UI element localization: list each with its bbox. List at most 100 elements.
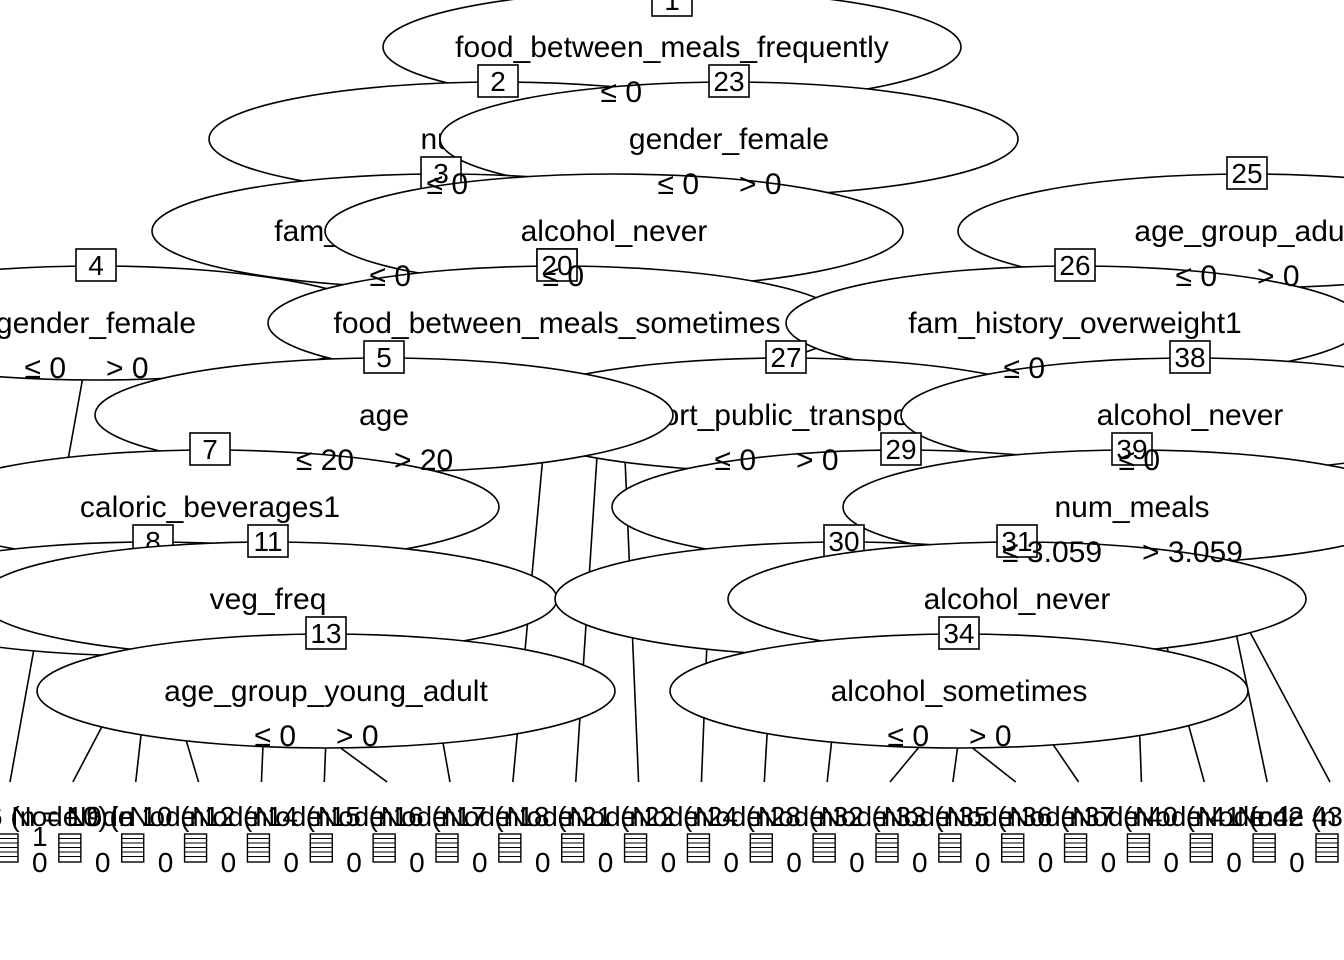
- leaf-bottom-value: 0: [1101, 847, 1117, 878]
- node-variable-label: food_between_meals_frequently: [455, 31, 889, 64]
- split-left-label: ≤ 0: [370, 260, 411, 293]
- node-id-label: 26: [1059, 250, 1090, 281]
- node-id-label: 3: [433, 158, 449, 189]
- split-left-label: ≤ 0: [715, 444, 756, 477]
- split-left-label: ≤ 0: [543, 260, 584, 293]
- leaf-label: Node 10 (n: [66, 801, 205, 832]
- node-variable-label: veg_freq: [210, 583, 327, 616]
- node-id-box: [363, 340, 405, 374]
- node-id-label: 7: [202, 434, 218, 465]
- leaf-bottom-value: 0: [786, 847, 802, 878]
- node-id-label: 31: [1001, 526, 1032, 557]
- node-id-label: 23: [713, 66, 744, 97]
- leaf-node: Node 21 (n0: [506, 801, 645, 878]
- node-id-box: [938, 616, 980, 650]
- leaf-bottom-value: 0: [535, 847, 551, 878]
- node-id-label: 5: [376, 342, 392, 373]
- leaf-top-value: 1: [32, 821, 48, 852]
- inner-node: alcohol_never 31: [727, 524, 1307, 657]
- leaf-node: Node 41 (n 0: [1135, 801, 1274, 878]
- node-id-box: [1054, 248, 1096, 282]
- leaf-label: Node 17 (n: [381, 801, 520, 832]
- leaf-bottom-value: 0: [32, 847, 48, 878]
- leaf-label: Node 22 (n: [569, 801, 708, 832]
- node-variable-label: food_between_meals_sometimes: [334, 307, 781, 340]
- node-id-label: 29: [885, 434, 916, 465]
- node-id-box: [765, 340, 807, 374]
- node-id-box: [1226, 156, 1268, 190]
- leaf-label: Node 6 (n = 10): [0, 801, 108, 832]
- leaf-node: Node 37 (n 0: [1009, 801, 1148, 878]
- node-id-box: [1169, 340, 1211, 374]
- node-variable-label: gender_female: [0, 307, 196, 340]
- node-variable-label: age_group_young_adult: [164, 675, 488, 708]
- leaf-node: Node 15 (n 0: [255, 801, 394, 878]
- leaf-label: Node 12 (n: [129, 801, 268, 832]
- leaf-node: Node 28 (n0: [695, 801, 834, 878]
- node-id-label: 1: [664, 0, 680, 16]
- split-left-label: ≤ 0: [1004, 352, 1045, 385]
- leaf-bottom-value: 0: [661, 847, 677, 878]
- leaf-bottom-value: 0: [158, 847, 174, 878]
- tree-edge: [967, 743, 1017, 783]
- inner-node: food_between_meals_sometimes 20: [267, 248, 847, 381]
- split-left-label: ≤ 0: [25, 352, 66, 385]
- split-left-label: ≤ 20: [296, 444, 354, 477]
- node-variable-label: gender_female: [629, 123, 829, 156]
- leaf-label: Node 43 (n = 1: [1237, 801, 1344, 832]
- leaf-bottom-value: 0: [1289, 847, 1305, 878]
- node-variable-label: alcohol_sometimes: [831, 675, 1088, 708]
- split-left-label: ≤ 0: [658, 168, 699, 201]
- node-variable-label: alcohol_never: [924, 583, 1111, 616]
- split-right-label: > 3.059: [1142, 536, 1243, 569]
- split-left-label: ≤ 0: [601, 76, 642, 109]
- leaf-node: Node 14 (n0: [192, 801, 331, 878]
- leaf-bottom-value: 0: [975, 847, 991, 878]
- node-id-label: 13: [310, 618, 341, 649]
- leaf-node: Node 16 (n0: [318, 801, 457, 878]
- node-id-box: [189, 432, 231, 466]
- node-id-label: 27: [770, 342, 801, 373]
- leaf-label: Node 32 (n: [758, 801, 897, 832]
- tree-edge: [334, 743, 388, 783]
- leaf-node: Node 22 (n 0: [569, 801, 708, 878]
- node-variable-label: alcohol_never: [521, 215, 708, 248]
- node-id-label: 20: [541, 250, 572, 281]
- split-left-label: ≤ 0: [255, 720, 296, 753]
- tree-edge: [323, 743, 327, 783]
- leaf-label: Node 37 (n: [1009, 801, 1148, 832]
- leaf-label: Node 9 (n: [11, 801, 134, 832]
- tree-nodes: food_between_meals_frequently1num_meals2…: [0, 0, 1344, 749]
- node-id-label: 2: [490, 66, 506, 97]
- leaf-node: Node 32 (n 0: [758, 801, 897, 878]
- split-right-label: > 0: [1257, 260, 1300, 293]
- split-left-label: ≤ 0: [427, 168, 468, 201]
- node-id-box: [536, 248, 578, 282]
- split-left-label: ≤ 3.059: [1002, 536, 1102, 569]
- split-right-label: > 0: [739, 168, 782, 201]
- leaf-bottom-value: 0: [912, 847, 928, 878]
- node-id-box: [1111, 432, 1153, 466]
- inner-node: gender_female 23: [439, 64, 1019, 197]
- leaf-label: Node 15 (n: [255, 801, 394, 832]
- leaf-bottom-value: 0: [221, 847, 237, 878]
- leaf-node: Node 35 (n0: [884, 801, 1023, 878]
- leaf-node: Node 10 (n 0: [66, 801, 205, 878]
- node-id-label: 11: [253, 526, 282, 557]
- leaf-label: Node 41 (n: [1135, 801, 1274, 832]
- node-id-box: [708, 64, 750, 98]
- node-id-label: 34: [943, 618, 974, 649]
- node-variable-label: alcohol_never: [1097, 399, 1284, 432]
- tree-edge-labels: ≤ 0≤ 0≤ 0> 0≤ 0≤ 0≤ 0> 0≤ 0> 0≤ 0≤ 0> 0≤…: [25, 76, 1300, 753]
- leaf-bottom-value: 0: [849, 847, 865, 878]
- leaf-node: Node 9 (n 0: [11, 801, 134, 878]
- leaf-bottom-value: 0: [346, 847, 362, 878]
- node-id-box: [880, 432, 922, 466]
- leaf-label: Node 36 (n: [946, 801, 1085, 832]
- split-left-label: ≤ 0: [1176, 260, 1217, 293]
- leaf-bottom-value: 0: [1226, 847, 1242, 878]
